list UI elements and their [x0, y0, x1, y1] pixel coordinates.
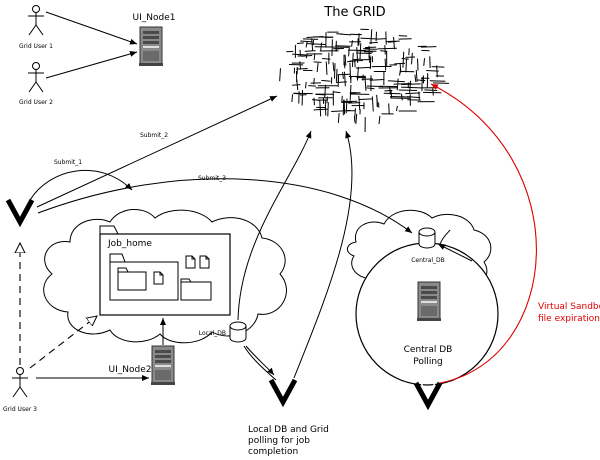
grid-user-2-label: Grid User 2 [19, 99, 53, 106]
ui-node1-label: UI_Node1 [133, 13, 176, 23]
agent-v-logo-central [416, 383, 440, 405]
grid-user-3: Grid User 3 [3, 367, 37, 413]
grid-user-2: Grid User 2 [19, 62, 53, 106]
ui-node1-server-icon [138, 26, 164, 67]
central-polling-label-1: Central DB [404, 345, 453, 355]
submit-2-label: Submit_2 [140, 132, 168, 139]
job-home-label: Job_home [107, 239, 152, 249]
submit-1-label: Submit_1 [54, 159, 82, 166]
local-polling-label-1: Local DB and Grid [248, 425, 329, 435]
submit-3-label: Submit_3 [198, 175, 226, 182]
local-db-label: Local_DB [199, 330, 226, 337]
local-polling-label-2: polling for job [248, 436, 310, 446]
grid-cloud-icon [279, 28, 449, 133]
grid-title: The GRID [323, 5, 385, 20]
central-db-icon [418, 227, 436, 249]
vsb-label-2: file expiration [538, 314, 600, 324]
central-polling-label-2: Polling [413, 357, 443, 367]
grid-user-1: Grid User 1 [19, 5, 53, 50]
central-db-label: Central_DB [411, 257, 445, 264]
agent-v-logo-left [8, 200, 32, 222]
agent-v-logo-local [271, 380, 295, 402]
vsb-label-1: Virtual Sandbox [538, 302, 600, 312]
central-server-icon [416, 281, 442, 322]
job-home-folder-icon [99, 225, 231, 316]
ui-node2-server-icon [150, 345, 176, 386]
grid-user-3-label: Grid User 3 [3, 406, 37, 413]
local-db-icon [229, 321, 247, 343]
grid-user-1-label: Grid User 1 [19, 43, 53, 50]
ui-node2-label: UI_Node2 [109, 365, 152, 375]
local-polling-label-3: completion [248, 447, 298, 457]
